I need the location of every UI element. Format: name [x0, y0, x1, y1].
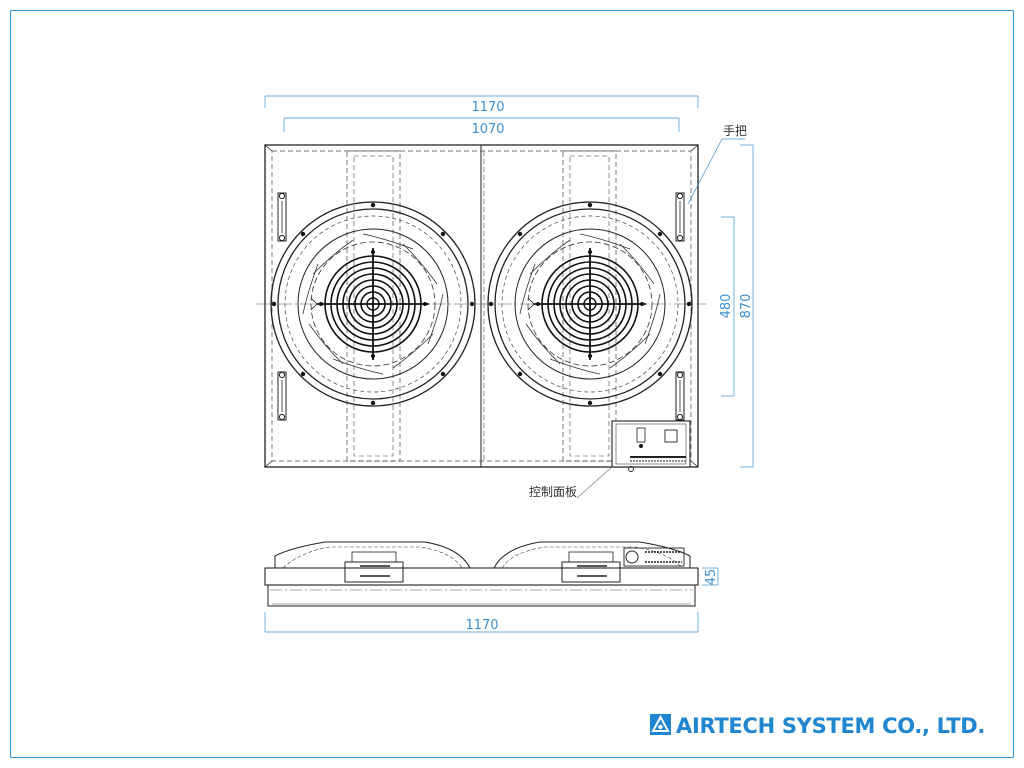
callout-control-panel-label: 控制面板 — [529, 485, 577, 499]
callout-handle-label: 手把 — [723, 124, 747, 138]
dim-side-overall-width: 1170 — [465, 618, 498, 633]
drawing-frame — [10, 10, 1014, 758]
side-view — [264, 541, 699, 607]
top-dimensions: 1170 1070 870 480 — [264, 95, 754, 468]
control-panel-box — [611, 420, 691, 472]
airtech-logo-icon — [650, 714, 671, 735]
top-view — [256, 144, 706, 472]
dim-side-height: 45 — [704, 569, 719, 586]
side-dimensions: 45 1170 — [264, 567, 719, 633]
company-name: AIRTECH SYSTEM CO., LTD. — [676, 714, 985, 738]
callouts: 手把 控制面板 — [529, 124, 747, 499]
dim-right-inner-height: 480 — [719, 294, 734, 319]
company-logo: AIRTECH SYSTEM CO., LTD. — [650, 714, 985, 738]
dim-top-overall-width: 1170 — [471, 100, 504, 115]
dim-right-overall-height: 870 — [739, 294, 754, 319]
dim-top-inner-width: 1070 — [471, 122, 504, 137]
